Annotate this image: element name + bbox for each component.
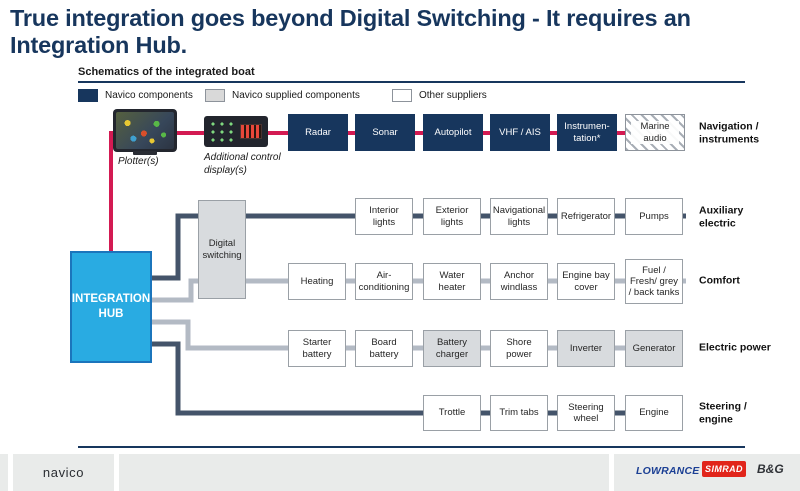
plotter-label: Plotter(s) — [118, 156, 159, 167]
plotter-image — [113, 109, 177, 152]
component-box-starter-battery: Starter battery — [288, 330, 346, 367]
diagram-subtitle: Schematics of the integrated boat — [78, 66, 255, 78]
component-box-pumps: Pumps — [625, 198, 683, 235]
control-display-keys — [210, 121, 236, 142]
row-label-auxiliary-electric: Auxiliary electric — [699, 204, 744, 229]
component-box-engine: Engine — [625, 395, 683, 431]
component-box-radar: Radar — [288, 114, 348, 151]
footer-divider — [78, 446, 745, 448]
row-label-steering-engine: Steering / engine — [699, 400, 747, 425]
control-display-label: Additional control display(s) — [204, 152, 281, 176]
component-box-anchor-windlass: Anchor windlass — [490, 263, 548, 300]
component-box-shore-power: Shore power — [490, 330, 548, 367]
control-display-digits — [240, 124, 262, 139]
component-box-inverter: Inverter — [557, 330, 615, 367]
component-box-battery-charger: Battery charger — [423, 330, 481, 367]
row-label-comfort: Comfort — [699, 274, 740, 287]
row-label-navigation: Navigation / instruments — [699, 120, 760, 145]
component-box-interior-lights: Interior lights — [355, 198, 413, 235]
component-box-heating: Heating — [288, 263, 346, 300]
component-box-trottle: Trottle — [423, 395, 481, 431]
component-box-trim-tabs: Trim tabs — [490, 395, 548, 431]
legend-item-other: Other suppliers — [392, 88, 487, 102]
plotter-screen — [116, 112, 174, 149]
simrad-logo: SIMRAD — [702, 461, 746, 477]
component-box-generator: Generator — [625, 330, 683, 367]
legend-label: Navico supplied components — [232, 89, 360, 101]
component-box-instrumen-tation: Instrumen-tation* — [557, 114, 617, 151]
component-box-vhf-ais: VHF / AIS — [490, 114, 550, 151]
legend-swatch-supplied — [205, 88, 225, 102]
component-box-autopilot: Autopilot — [423, 114, 483, 151]
legend-swatch-other — [392, 88, 412, 102]
component-box-steering-wheel: Steering wheel — [557, 395, 615, 431]
component-box-navigational-lights: Navigational lights — [490, 198, 548, 235]
component-box-engine-bay-cover: Engine bay cover — [557, 263, 615, 300]
legend-item-supplied: Navico supplied components — [205, 88, 360, 102]
component-box-air-conditioning: Air-conditioning — [355, 263, 413, 300]
footer-strip — [13, 454, 114, 491]
component-box-marine-audio: Marine audio — [625, 114, 685, 151]
digital-switching-box: Digital switching — [198, 200, 246, 299]
navico-logo: navico — [42, 465, 85, 480]
component-box-sonar: Sonar — [355, 114, 415, 151]
legend-item-navico: Navico components — [78, 88, 193, 102]
component-box-fuel-fresh-grey-back-tanks: Fuel / Fresh/ grey / back tanks — [625, 259, 683, 304]
integration-hub-box: INTEGRATION HUB — [70, 251, 152, 363]
page-title: True integration goes beyond Digital Swi… — [10, 5, 691, 58]
component-box-label: Marine audio — [631, 121, 679, 144]
bandg-logo: B&G — [757, 462, 784, 476]
component-box-water-heater: Water heater — [423, 263, 481, 300]
subtitle-divider — [78, 81, 745, 83]
component-box-refrigerator: Refrigerator — [557, 198, 615, 235]
component-box-exterior-lights: Exterior lights — [423, 198, 481, 235]
footer-strip — [0, 454, 8, 491]
lowrance-logo: LOWRANCE — [636, 465, 700, 477]
component-box-board-battery: Board battery — [355, 330, 413, 367]
control-display-image — [204, 116, 268, 147]
row-label-electric-power: Electric power — [699, 341, 771, 354]
legend-label: Navico components — [105, 89, 193, 101]
footer-strip — [119, 454, 609, 491]
legend-swatch-navico — [78, 88, 98, 102]
legend-label: Other suppliers — [419, 89, 487, 101]
